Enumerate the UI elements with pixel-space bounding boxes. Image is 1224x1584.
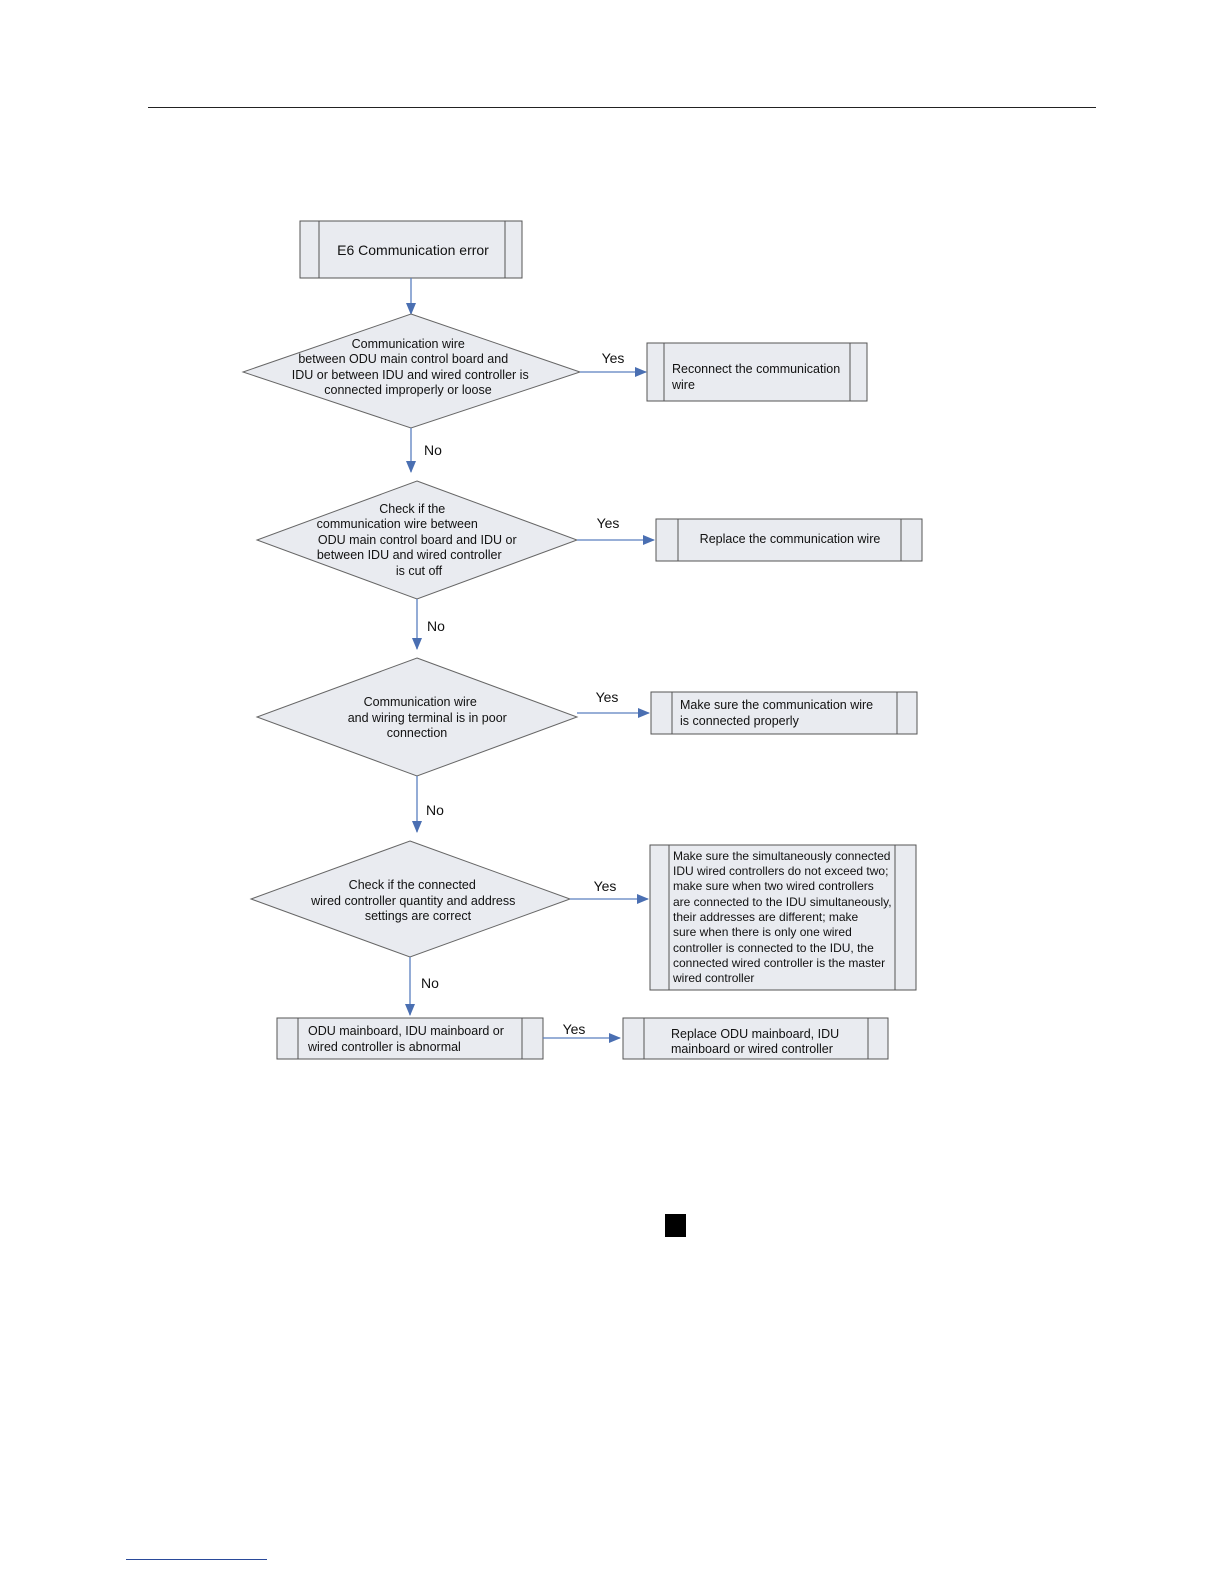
action-box-1-text: Reconnect the communication wire: [671, 362, 844, 392]
action-box-2: Replace the communication wire: [655, 518, 923, 562]
final-action-box: Replace ODU mainboard, IDU mainboard or …: [622, 1017, 889, 1060]
decision-4: Check if the connected wired controller …: [249, 840, 572, 958]
footer-link-underline: [126, 1559, 267, 1560]
decision-3-no-label: No: [426, 802, 444, 818]
decision-3-yes-label: Yes: [596, 689, 619, 705]
decision-2-no-label: No: [427, 618, 445, 634]
final-box: ODU mainboard, IDU mainboard or wired co…: [276, 1017, 544, 1060]
action-box-4: Make sure the simultaneously connected I…: [649, 844, 917, 991]
decision-3-text: Communication wire and wiring terminal i…: [348, 695, 511, 740]
decision-1-text: Communication wire between ODU main cont…: [292, 337, 532, 397]
final-box-text: ODU mainboard, IDU mainboard or wired co…: [307, 1024, 507, 1054]
action-box-4-text: Make sure the simultaneously connected I…: [672, 849, 895, 985]
action-box-3-text: Make sure the communication wire is conn…: [680, 698, 877, 728]
decision-4-no-label: No: [421, 975, 439, 991]
decision-1: Communication wire between ODU main cont…: [241, 313, 582, 429]
start-box-label: E6 Communication error: [337, 242, 489, 258]
decision-2-yes-label: Yes: [597, 515, 620, 531]
decision-1-yes-label: Yes: [602, 350, 625, 366]
decision-3: Communication wire and wiring terminal i…: [255, 657, 579, 777]
decision-2-text: Check if the communication wire between …: [317, 502, 520, 578]
decision-1-no-label: No: [424, 442, 442, 458]
black-square-marker: [665, 1214, 686, 1237]
final-yes-label: Yes: [563, 1021, 586, 1037]
start-box: E6 Communication error: [299, 220, 523, 279]
decision-4-yes-label: Yes: [594, 878, 617, 894]
action-box-1: Reconnect the communication wire: [646, 342, 868, 402]
decision-4-text: Check if the connected wired controller …: [310, 878, 519, 923]
action-box-2-text: Replace the communication wire: [700, 532, 881, 546]
final-action-box-text: Replace ODU mainboard, IDU mainboard or …: [671, 1027, 843, 1056]
decision-2: Check if the communication wire between …: [255, 480, 579, 600]
header-rule: [148, 107, 1096, 108]
action-box-3: Make sure the communication wire is conn…: [650, 691, 918, 735]
